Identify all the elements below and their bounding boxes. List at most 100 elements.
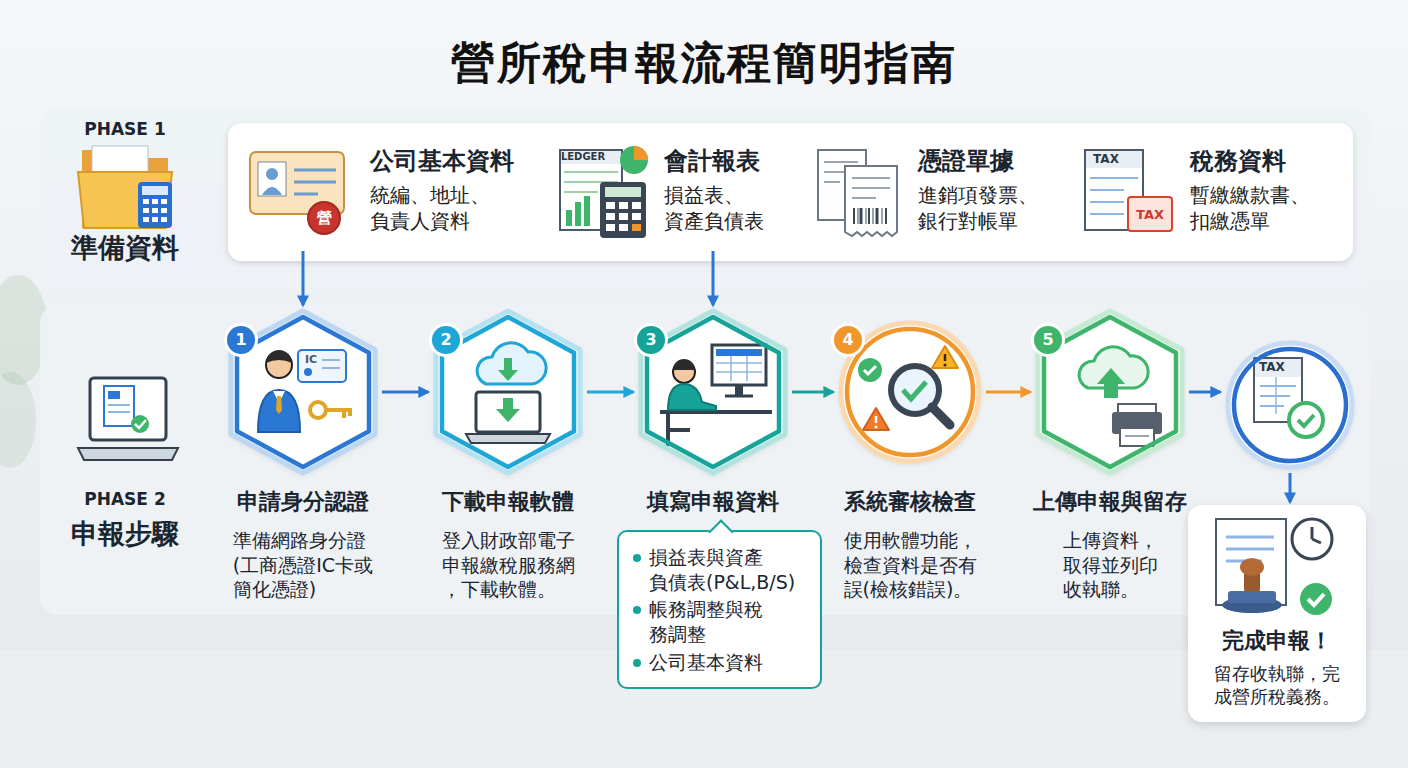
text-line: 公司基本資料 [649, 650, 810, 675]
receipt-icon [824, 181, 840, 183]
ledger-icon [606, 202, 615, 209]
flow-arrow [1289, 473, 1292, 502]
inner-ring [1044, 317, 1176, 467]
ledger-icon [564, 171, 618, 173]
material-item: 憑證單據進銷項發票、 銀行對帳單 [812, 138, 1074, 248]
icon-part [1292, 519, 1332, 559]
receipt-icon [885, 208, 887, 224]
receipt-icon [852, 177, 890, 179]
page-ground [0, 372, 36, 468]
ledger-icon [606, 213, 615, 220]
bullet-item: 損益表與資產 負債表(P&L,B/S) [631, 545, 810, 594]
step-icon-check [864, 366, 876, 374]
form-header: TAX [1259, 360, 1285, 376]
ledger-icon [560, 146, 648, 238]
folder-icon [78, 146, 172, 228]
folder-icon [161, 199, 167, 204]
id-card-icon [262, 187, 282, 195]
receipt-icon [852, 197, 876, 199]
inner-ring [442, 317, 574, 467]
step-icon-identity [304, 368, 312, 376]
step-icon-download [496, 398, 520, 422]
shape-fill [841, 323, 979, 461]
step-icon-check [944, 364, 947, 367]
text-line: 銀行對帳單 [918, 208, 1038, 234]
tax-form-icon [1090, 213, 1124, 215]
text-line: 檢查資料是否有 [844, 553, 977, 578]
step-icon-identity [342, 410, 346, 418]
item-description: 進銷項發票、 銀行對帳單 [918, 182, 1038, 234]
text-line: 取得並列印 [1063, 553, 1158, 578]
laptop-icon [78, 448, 178, 460]
folder-icon [78, 172, 172, 228]
callout-tail [708, 519, 733, 544]
outer-ring [1228, 343, 1352, 467]
id-card-icon [250, 152, 344, 234]
laptop-icon [78, 378, 178, 460]
step-number: 5 [1034, 326, 1062, 354]
laptop-icon [108, 404, 130, 406]
text-line: 扣繳憑單 [1190, 208, 1310, 234]
text-line: 帳務調整與稅 [649, 597, 810, 622]
completion-heading: 完成申報！ [1196, 627, 1358, 656]
id-card-icon [266, 168, 278, 180]
final-icon [1289, 403, 1323, 437]
text-line: 使用軟體功能， [844, 528, 977, 553]
laptop-icon [90, 378, 166, 440]
step-description: 登入財政部電子 申報繳稅服務網 ，下載軟體。 [442, 528, 575, 602]
step-node: 3填寫申報資料 [638, 308, 788, 476]
final-icon [1260, 385, 1296, 387]
text-line: 暫繳繳款書、 [1190, 182, 1310, 208]
ledger-icon [605, 187, 641, 197]
step-icon-check [944, 354, 947, 361]
step-icon-form [668, 428, 690, 432]
text-line: 負債表(P&L,B/S) [649, 570, 810, 595]
shape-outline [1225, 340, 1355, 470]
icon-part [1240, 558, 1264, 576]
ledger-icon [632, 213, 641, 220]
folder-icon [143, 199, 149, 204]
step-icon-check [875, 426, 878, 429]
step-icon-download [498, 358, 518, 381]
receipt-icon [858, 208, 859, 224]
step-icon-form [716, 362, 762, 364]
step-icon-form [730, 356, 732, 381]
tax-form-icon [1090, 189, 1124, 191]
step-number: 4 [834, 326, 862, 354]
receipt-icon [852, 187, 890, 189]
completion-card: 完成申報！留存收執聯，完 成營所稅義務。 [1188, 505, 1366, 722]
ledger-icon [632, 224, 641, 231]
text-line: 損益表與資產 [649, 545, 810, 570]
step-icon-check [903, 382, 926, 399]
item-heading: 公司基本資料 [370, 146, 514, 177]
step-icon-form [668, 384, 716, 410]
ledger-icon [564, 191, 598, 193]
phase-title: 準備資料 [71, 230, 179, 265]
item-description: 損益表、 資產負債表 [664, 182, 764, 234]
text-line: 留存收執聯，完 [1196, 662, 1358, 685]
step-icon-check [858, 358, 882, 382]
icon-part [1226, 548, 1274, 551]
step-icon-form [716, 349, 762, 356]
ledger-icon [575, 202, 581, 226]
step-number: 1 [227, 326, 255, 354]
ledger-icon [561, 151, 621, 164]
step-icon-identity [348, 410, 352, 416]
icon-part [1311, 527, 1314, 539]
step-icon-identity [266, 350, 292, 363]
step-icon-form [725, 395, 753, 398]
step-icon-identity [276, 396, 282, 414]
folder-icon [143, 217, 149, 222]
item-heading: 稅務資料 [1190, 146, 1286, 177]
result-circle: TAX [1225, 340, 1355, 470]
laptop-icon [104, 386, 134, 426]
ledger-icon [632, 202, 641, 209]
inner-ring [647, 317, 779, 467]
receipt-icon [845, 166, 897, 236]
receipt-icon [824, 161, 858, 163]
step-icon-identity [322, 359, 340, 361]
step-heading: 下載申報軟體 [442, 488, 574, 517]
tax-form-icon [1086, 151, 1142, 168]
step-icon-identity [310, 402, 326, 418]
